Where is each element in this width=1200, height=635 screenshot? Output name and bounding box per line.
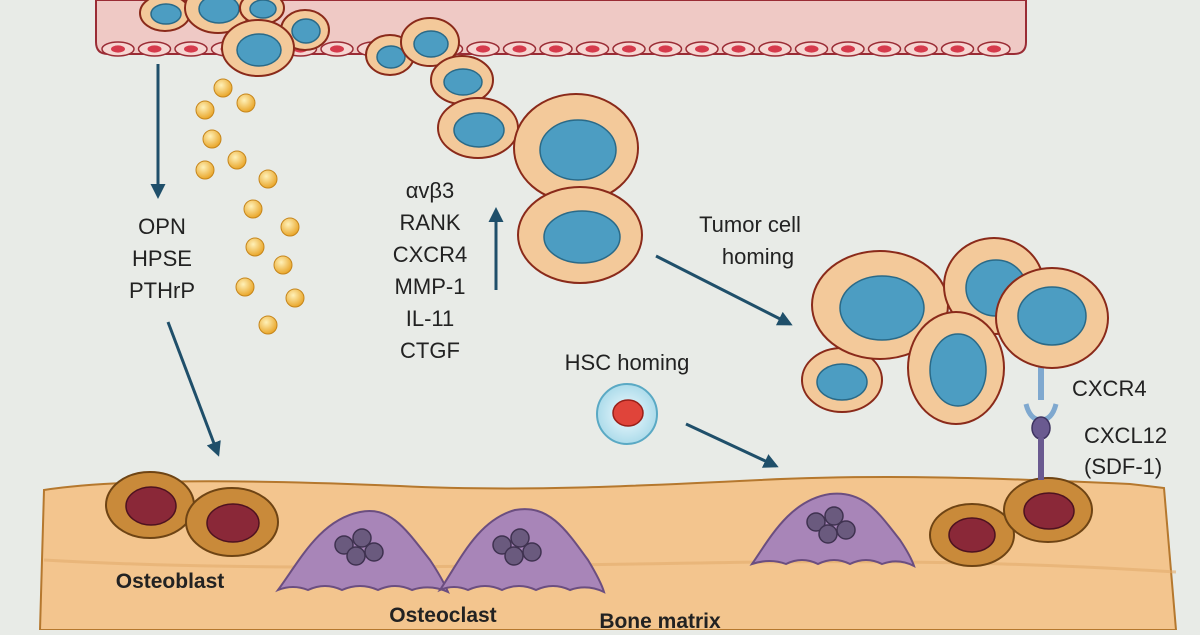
endothelial-cell xyxy=(502,41,537,57)
endothelial-cell xyxy=(320,41,354,57)
endothelial-cell xyxy=(101,41,135,57)
tumor-cell xyxy=(139,0,191,32)
tumor-cell xyxy=(811,250,949,360)
osteoclast xyxy=(275,510,450,594)
expression-label: αvβ3 xyxy=(406,178,455,203)
endothelial-cell xyxy=(977,41,1011,57)
arrow-to-osteoblast xyxy=(166,321,221,457)
factor-label: OPN xyxy=(138,214,186,239)
osteoblast-label: Osteoblast xyxy=(116,570,225,593)
tumor-homing-label: Tumor cell xyxy=(699,212,801,237)
cxcr4-label: CXCR4 xyxy=(1072,376,1147,401)
endothelial-cell xyxy=(539,41,573,57)
endothelial-cell xyxy=(904,41,938,57)
arrow-hsc-homing xyxy=(685,422,779,468)
osteoblast xyxy=(929,503,1015,567)
osteoblast xyxy=(185,487,279,557)
expression-label: CTGF xyxy=(400,338,460,363)
expression-label: MMP-1 xyxy=(395,274,466,299)
tumor-cell xyxy=(513,93,639,203)
hematopoietic-stem-cell xyxy=(596,383,658,445)
tumor-cell xyxy=(221,19,295,77)
cxcr4-cxcl12-complex xyxy=(1023,360,1059,480)
expression-label: CXCR4 xyxy=(393,242,468,267)
endothelial-cell xyxy=(612,41,646,57)
arrows xyxy=(150,64,793,468)
endothelial-cell xyxy=(794,41,829,57)
tumor-cell xyxy=(517,186,643,284)
expression-label: IL-11 xyxy=(406,306,455,331)
endothelial-cell xyxy=(758,41,792,57)
osteoblast-cells xyxy=(105,471,1093,567)
tumor-cell xyxy=(801,347,883,413)
osteoclast xyxy=(437,508,606,594)
osteoclast-label: Osteoclast xyxy=(389,604,496,627)
tumor-cell xyxy=(995,267,1109,369)
osteoblast xyxy=(1003,477,1093,543)
osteoclast-cells xyxy=(275,492,916,594)
endothelial-cell xyxy=(174,41,208,57)
bone-tumor-cluster xyxy=(801,237,1109,425)
tumor-cell xyxy=(400,17,460,67)
osteoclast xyxy=(749,492,916,568)
endothelial-cell xyxy=(685,41,719,57)
vessel-tumor-cells xyxy=(139,0,330,77)
endothelial-cell xyxy=(575,41,610,57)
hsc-homing-label: HSC homing xyxy=(565,350,690,375)
sdf1-label: (SDF-1) xyxy=(1084,454,1162,479)
endothelial-cell xyxy=(137,41,172,57)
factor-label: HPSE xyxy=(132,246,192,271)
tumor-cell xyxy=(437,97,519,159)
tumor-cell xyxy=(184,0,252,34)
endothelial-cell xyxy=(648,41,683,57)
extravasating-tumor-cells xyxy=(365,17,643,284)
cxcl12-label: CXCL12 xyxy=(1084,423,1167,448)
labels: OPN HPSE PTHrP αvβ3 RANK CXCR4 MMP-1 IL-… xyxy=(116,178,1167,633)
secreted-factor-granules xyxy=(195,78,305,335)
tumor-cell xyxy=(907,311,1005,425)
factor-label: PTHrP xyxy=(129,278,195,303)
bone-surface xyxy=(38,476,1178,631)
osteoblast xyxy=(105,471,195,539)
tumor-homing-label: homing xyxy=(722,244,794,269)
expression-label: RANK xyxy=(399,210,460,235)
endothelial-cell xyxy=(867,41,902,57)
arrow-tumor-homing xyxy=(655,254,793,326)
tumor-cell xyxy=(430,55,494,105)
bone-matrix-label: Bone matrix xyxy=(599,610,721,630)
endothelial-cell xyxy=(831,41,865,57)
endothelial-cell xyxy=(466,41,500,57)
endothelial-cell xyxy=(940,41,975,57)
endothelial-cell xyxy=(721,41,756,57)
